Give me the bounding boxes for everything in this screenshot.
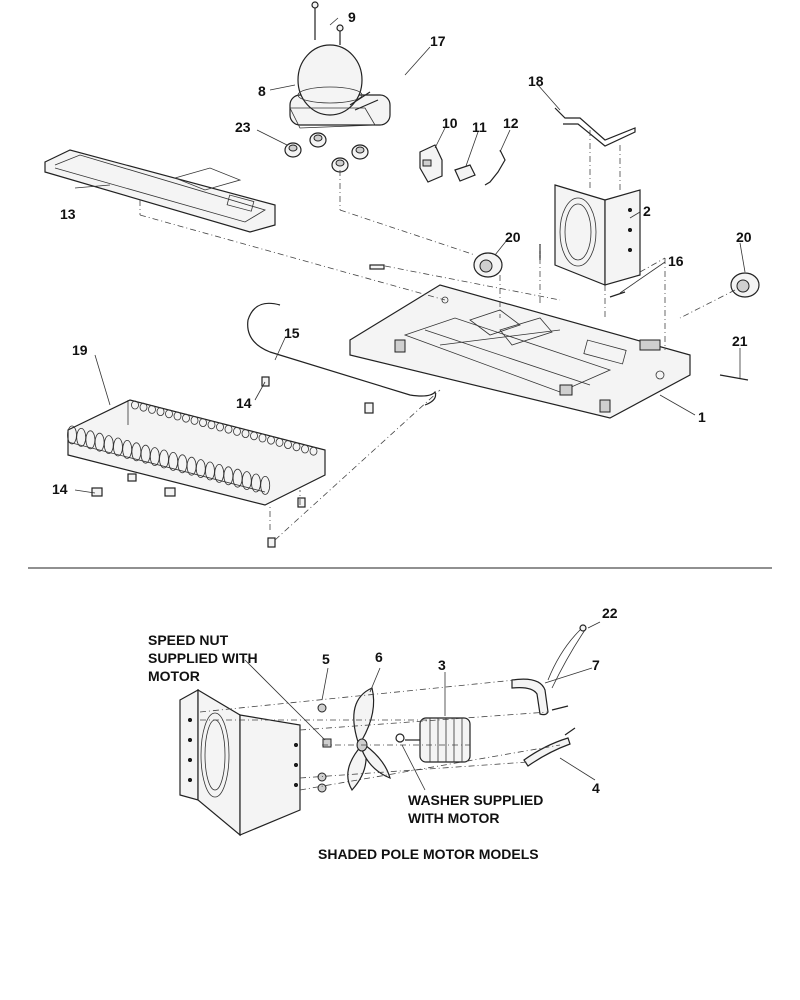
alignment-lines-lower bbox=[199, 679, 561, 791]
coil-loop-top bbox=[275, 437, 284, 447]
base-plate bbox=[349, 284, 691, 419]
part-numbers-upper: 9 17 8 18 10 11 12 23 13 2 20 20 16 15 2… bbox=[52, 9, 752, 497]
coil-loop-top bbox=[199, 418, 207, 428]
coil-loop-top bbox=[190, 415, 199, 425]
svg-text:SPEED NUT: SPEED NUT bbox=[148, 632, 229, 648]
part-number-4: 4 bbox=[592, 780, 600, 796]
part-number-19: 19 bbox=[72, 342, 88, 358]
washer bbox=[395, 733, 405, 743]
coil-loop bbox=[260, 475, 271, 495]
coil-loop-top bbox=[258, 433, 267, 443]
part-number-3: 3 bbox=[438, 657, 446, 673]
svg-text:WASHER SUPPLIED: WASHER SUPPLIED bbox=[408, 792, 543, 808]
part-number-20-left: 20 bbox=[505, 229, 521, 245]
evaporator-coil bbox=[67, 399, 326, 506]
coil-loop-top bbox=[156, 407, 165, 417]
part-number-2: 2 bbox=[643, 203, 651, 219]
fan-blade bbox=[347, 687, 391, 792]
motor-shroud bbox=[179, 688, 301, 837]
fan-motor bbox=[405, 717, 471, 763]
part-number-12: 12 bbox=[503, 115, 519, 131]
drain-pan bbox=[44, 149, 276, 233]
coil-loop-top bbox=[224, 424, 233, 434]
part-number-9: 9 bbox=[348, 9, 356, 25]
alignment-lines-upper bbox=[139, 130, 736, 541]
leader-lines-lower bbox=[244, 621, 601, 791]
bracket bbox=[554, 107, 636, 147]
part-number-13: 13 bbox=[60, 206, 76, 222]
coil-loop-top bbox=[148, 404, 156, 414]
coil-loop-top bbox=[165, 409, 173, 419]
svg-text:WITH MOTOR: WITH MOTOR bbox=[408, 810, 500, 826]
part-number-1: 1 bbox=[698, 409, 706, 425]
svg-text:SUPPLIED WITH: SUPPLIED WITH bbox=[148, 650, 258, 666]
coil-loop-top bbox=[267, 435, 275, 445]
part-number-17: 17 bbox=[430, 33, 446, 49]
coil-loop-top bbox=[233, 426, 241, 436]
coil-loop-top bbox=[309, 446, 318, 456]
fan-shroud bbox=[554, 184, 641, 286]
coil-loop-top bbox=[207, 420, 216, 430]
part-numbers-lower: 5 6 3 22 7 4 bbox=[322, 605, 618, 796]
screws bbox=[311, 1, 344, 45]
clips bbox=[91, 244, 749, 548]
upper-bracket bbox=[511, 678, 569, 716]
nuts bbox=[317, 703, 332, 793]
coil-loop-top bbox=[250, 431, 258, 441]
coil-loop-top bbox=[131, 400, 139, 410]
coil-loop-top bbox=[173, 411, 182, 421]
part-number-22: 22 bbox=[602, 605, 618, 621]
part-number-6: 6 bbox=[375, 649, 383, 665]
coil-loop-top bbox=[139, 402, 148, 412]
coil-loop-top bbox=[301, 444, 309, 454]
part-number-14-lower: 14 bbox=[52, 481, 68, 497]
wire-connector bbox=[579, 624, 587, 632]
part-number-23: 23 bbox=[235, 119, 251, 135]
part-number-14-upper: 14 bbox=[236, 395, 252, 411]
coil-loop-top bbox=[182, 413, 190, 423]
compressor bbox=[289, 44, 391, 129]
leader-lines-upper bbox=[74, 17, 746, 494]
fan-motor-left bbox=[473, 252, 503, 278]
part-number-16: 16 bbox=[668, 253, 684, 269]
coil-loop-top bbox=[241, 429, 250, 439]
part-number-15: 15 bbox=[284, 325, 300, 341]
part-number-10: 10 bbox=[442, 115, 458, 131]
part-number-11: 11 bbox=[472, 119, 487, 135]
coil-loop-top bbox=[292, 442, 301, 452]
speed-nut-callout: SPEED NUT SUPPLIED WITH MOTOR bbox=[148, 632, 258, 684]
coil-loop-top bbox=[216, 422, 224, 432]
part-number-7: 7 bbox=[592, 657, 600, 673]
part-number-5: 5 bbox=[322, 651, 330, 667]
capillary-tube bbox=[247, 302, 437, 406]
part-number-21: 21 bbox=[732, 333, 748, 349]
part-number-20-right: 20 bbox=[736, 229, 752, 245]
diagram-caption: SHADED POLE MOTOR MODELS bbox=[318, 846, 539, 862]
washer-callout: WASHER SUPPLIED WITH MOTOR bbox=[408, 792, 543, 826]
wire-harness bbox=[547, 629, 586, 689]
svg-text:MOTOR: MOTOR bbox=[148, 668, 200, 684]
relay-overload bbox=[419, 144, 506, 186]
part-number-8: 8 bbox=[258, 83, 266, 99]
fan-motor-right bbox=[730, 272, 760, 298]
lower-bracket bbox=[523, 727, 576, 767]
grommets bbox=[284, 132, 369, 173]
coil-loop-top bbox=[284, 440, 292, 450]
part-number-18: 18 bbox=[528, 73, 544, 89]
